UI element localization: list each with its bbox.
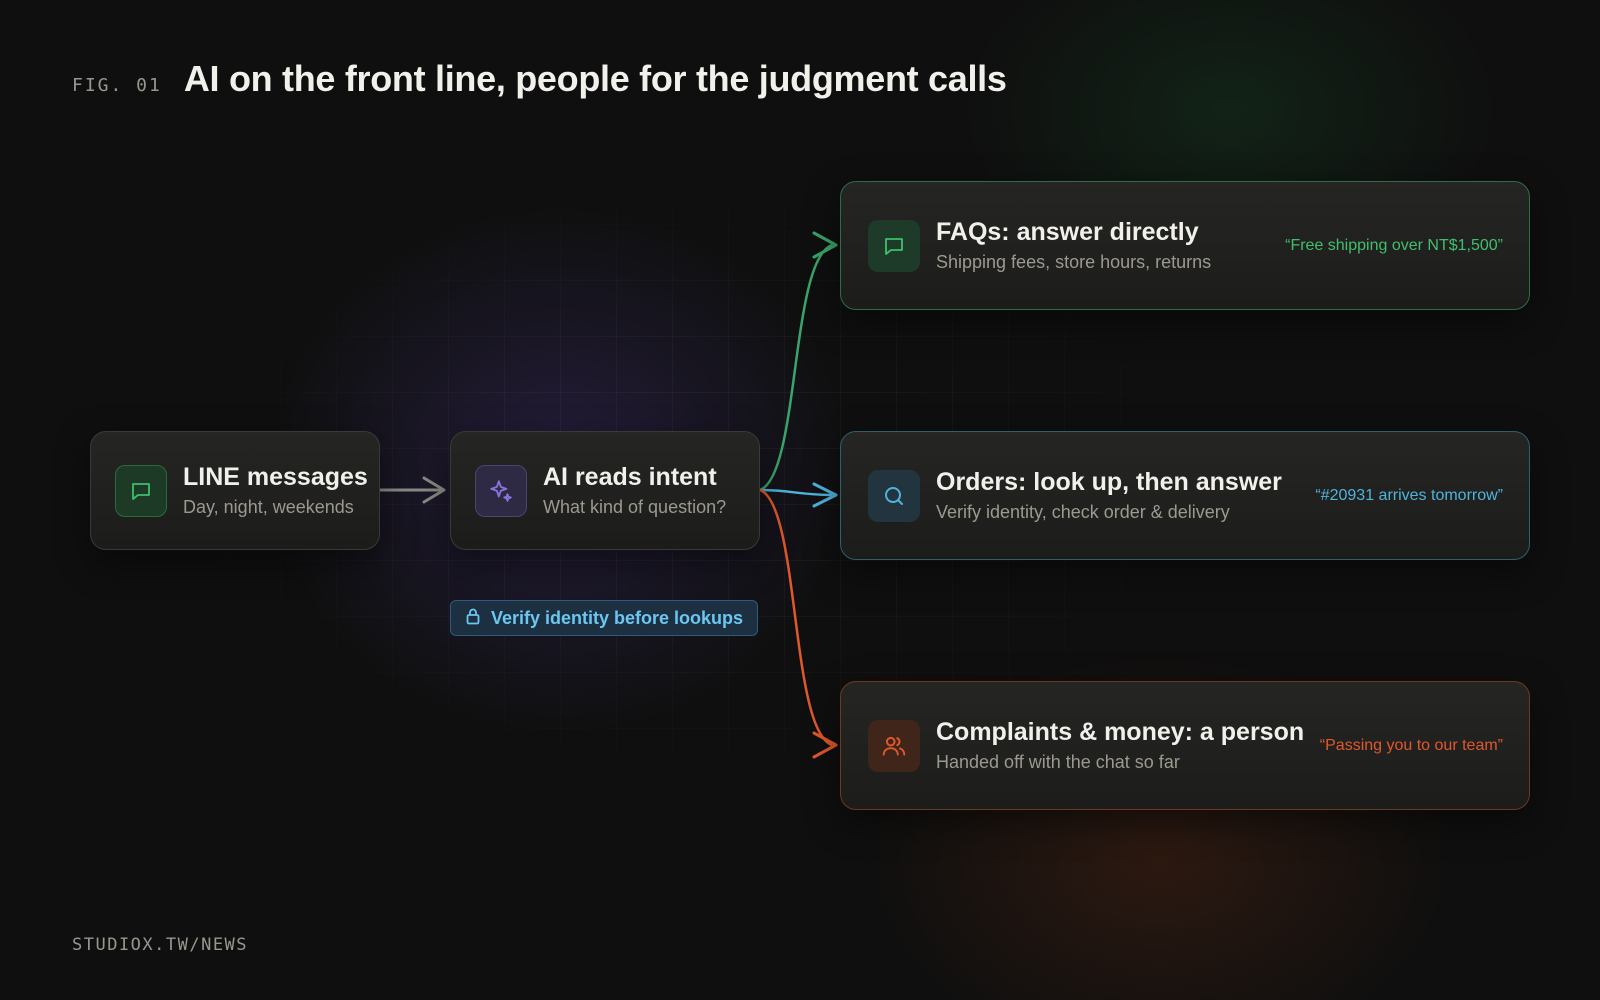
node-line-messages: LINE messages Day, night, weekends — [90, 431, 380, 550]
verify-identity-badge: Verify identity before lookups — [450, 600, 758, 636]
connector-ai-to-orders — [759, 488, 833, 497]
chat-bubble-icon — [115, 464, 167, 517]
node-faqs: FAQs: answer directly Shipping fees, sto… — [840, 181, 1530, 310]
node-subtitle: Verify identity, check order & delivery — [936, 501, 1230, 522]
node-subtitle: What kind of question? — [543, 496, 727, 517]
figure-title: AI on the front line, people for the jud… — [183, 58, 1007, 99]
sparkle-icon — [475, 464, 527, 517]
search-icon — [868, 469, 920, 522]
chat-bubble-icon — [868, 219, 920, 272]
node-title: FAQs: answer directly — [936, 218, 1199, 247]
node-title: Orders: look up, then answer — [936, 468, 1282, 497]
node-orders: Orders: look up, then answer Verify iden… — [840, 431, 1530, 560]
arrowhead-complaints — [812, 731, 838, 759]
node-title: Complaints & money: a person — [936, 718, 1305, 747]
example-quote: “#20931 arrives tomorrow” — [1315, 486, 1503, 504]
lock-icon — [465, 607, 481, 630]
node-title: LINE messages — [183, 463, 368, 492]
connector-ai-to-complaints — [759, 488, 833, 747]
node-subtitle: Shipping fees, store hours, returns — [936, 251, 1212, 272]
connector-ai-to-faq — [759, 243, 833, 492]
example-quote: “Free shipping over NT$1,500” — [1285, 236, 1503, 254]
node-complaints: Complaints & money: a person Handed off … — [840, 681, 1530, 810]
node-title: AI reads intent — [543, 463, 717, 492]
node-ai-reads-intent: AI reads intent What kind of question? — [450, 431, 760, 550]
node-subtitle: Day, night, weekends — [183, 496, 354, 517]
node-subtitle: Handed off with the chat so far — [936, 751, 1180, 772]
people-icon — [868, 719, 920, 772]
arrowhead-orders — [812, 482, 838, 508]
source-credit: STUDIOX.TW/NEWS — [72, 935, 249, 955]
arrowhead-line-to-ai — [422, 476, 446, 504]
arrowhead-faq — [812, 231, 838, 259]
example-quote: “Passing you to our team” — [1319, 736, 1503, 754]
figure-header: FIG. 01 AI on the front line, people for… — [72, 58, 1007, 100]
badge-label: Verify identity before lookups — [490, 607, 744, 628]
figure-label: FIG. 01 — [72, 75, 162, 96]
